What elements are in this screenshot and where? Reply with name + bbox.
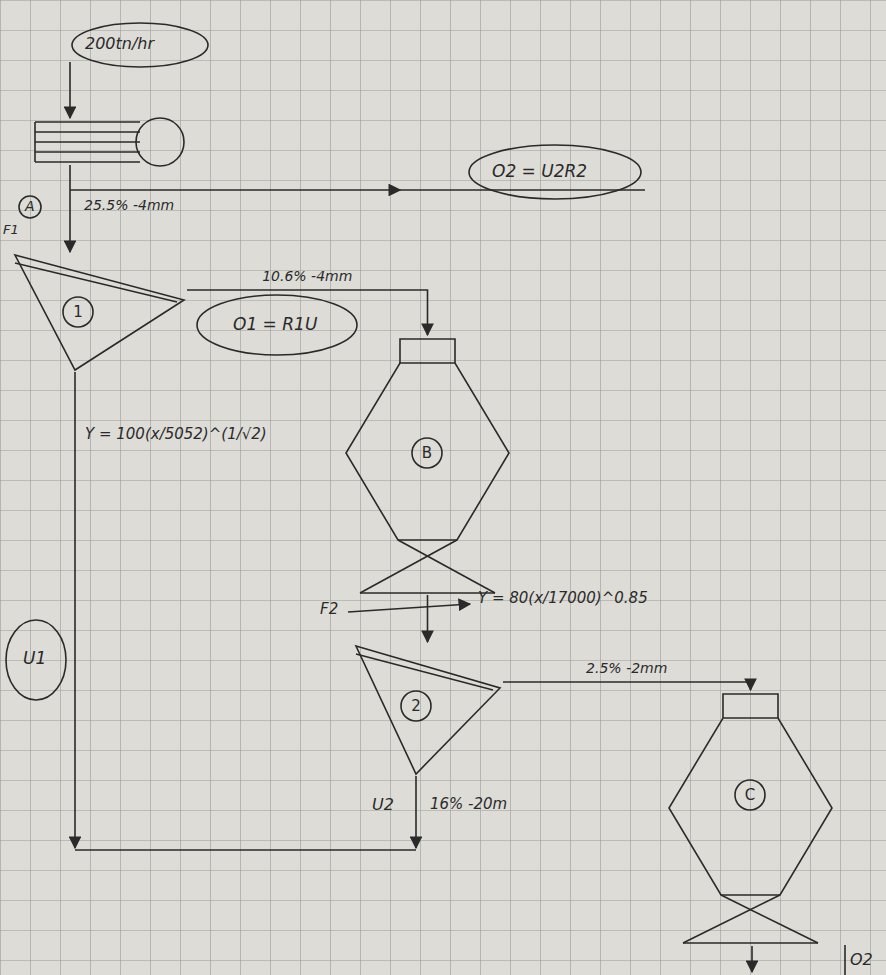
stream-grade: 2.5% -2mm — [586, 660, 667, 677]
stream-note: U2 — [372, 795, 394, 814]
unit-number: B — [422, 444, 432, 462]
unit-outline — [668, 690, 833, 945]
cyclone-unit: 2 — [353, 642, 503, 776]
flow-line — [503, 682, 751, 690]
unit-number: 2 — [411, 697, 421, 715]
stream-note: O2 = U2R2 — [492, 161, 587, 181]
unit-number: C — [745, 786, 755, 804]
stream-note: Y = 80(x/17000)^0.85 — [478, 589, 648, 607]
unit-number: 1 — [73, 303, 83, 321]
stream-note: O2 — [850, 950, 873, 969]
crusher-unit: C — [668, 690, 833, 945]
cyclone-unit: 1 — [12, 250, 187, 372]
unit-outline — [345, 335, 510, 595]
stream-note: Y = 100(x/5052)^(1/√2) — [85, 425, 267, 443]
stream-note: U1 — [23, 648, 46, 668]
flow-line — [187, 290, 428, 335]
stream-note: F1 — [3, 222, 19, 238]
flow-line — [427, 595, 429, 642]
stream-note: A — [25, 198, 35, 215]
crusher-unit: B — [345, 335, 510, 595]
unit-outline — [12, 250, 187, 372]
unit-outline — [353, 642, 503, 776]
stream-note: F2 — [320, 600, 338, 618]
stream-note: 200tn/hr — [85, 34, 154, 53]
stream-note: O1 = R1U — [233, 314, 317, 334]
stream-note: 25.5% -4mm — [84, 197, 174, 214]
stream-note: 16% -20m — [430, 795, 507, 813]
stream-grade: 10.6% -4mm — [262, 268, 352, 285]
